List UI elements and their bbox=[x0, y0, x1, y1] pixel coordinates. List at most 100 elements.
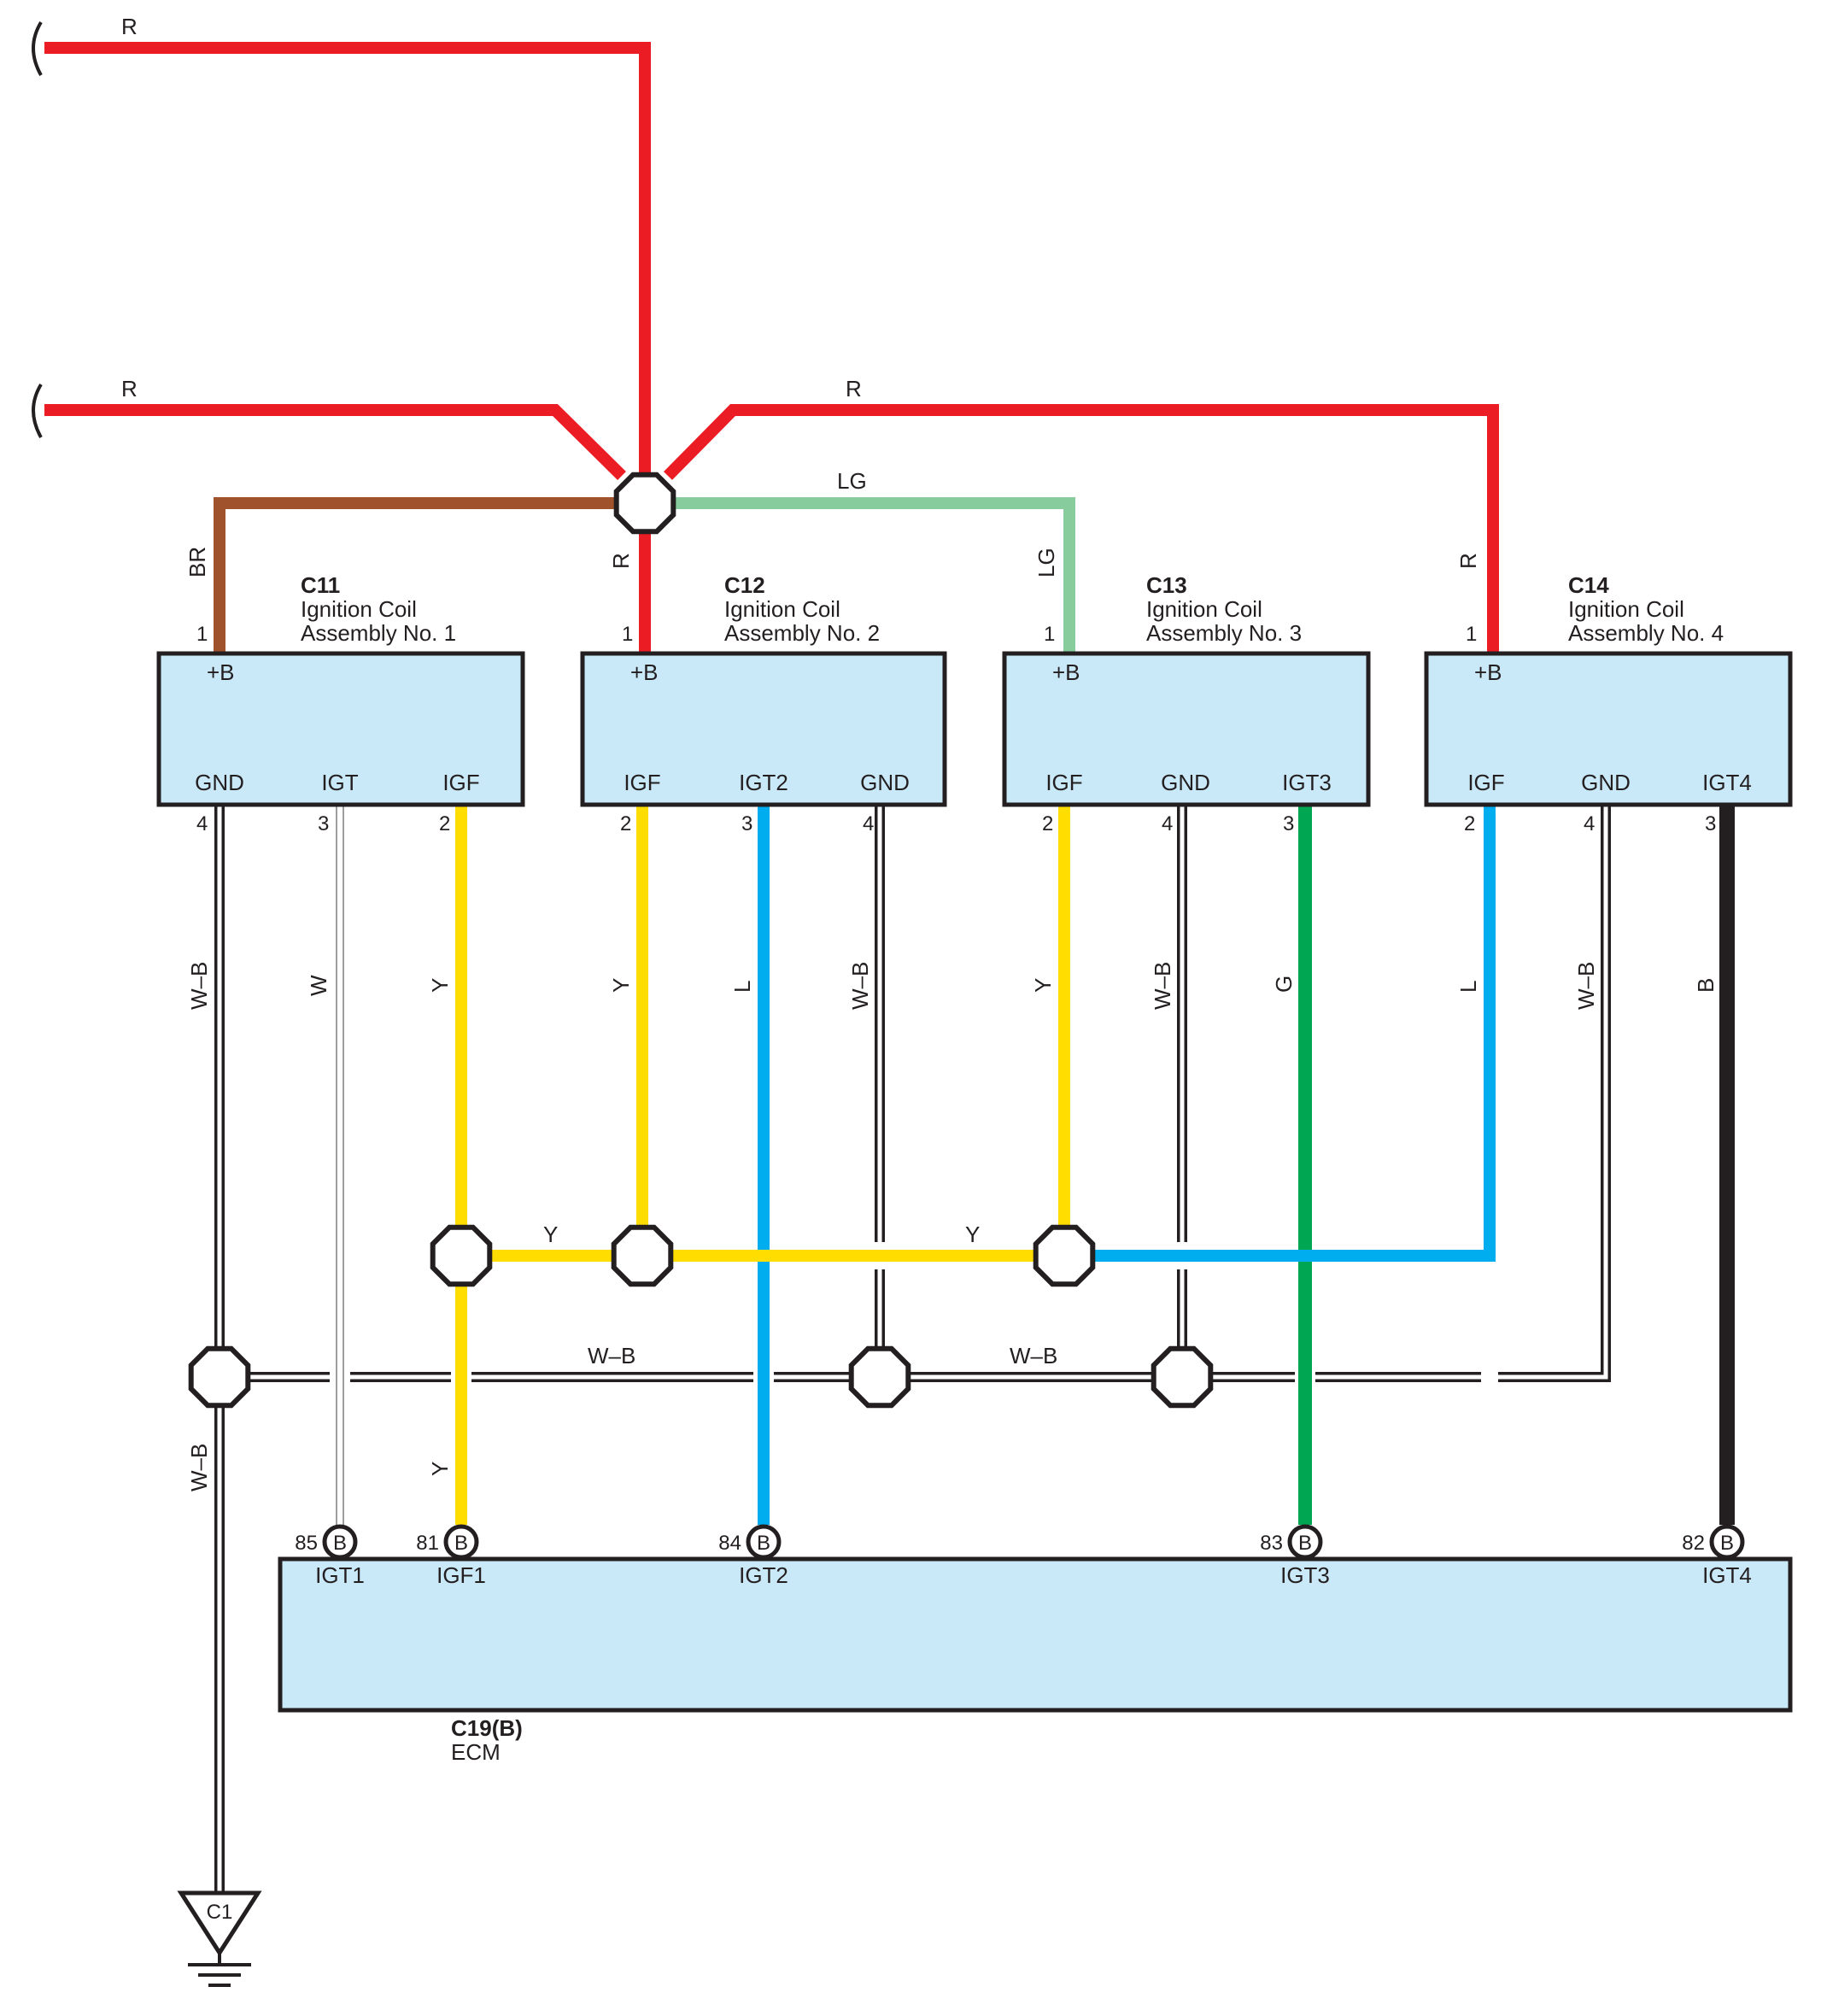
wire-label: Y bbox=[427, 978, 453, 993]
ecm-name: ECM bbox=[451, 1739, 501, 1765]
wire-label: W–B bbox=[1150, 962, 1175, 1010]
ground-triangle-icon bbox=[177, 1890, 262, 1957]
coil-code: C11 bbox=[301, 572, 340, 598]
wire-label: R bbox=[1455, 553, 1481, 569]
coil-name-line2: Assembly No. 4 bbox=[1568, 620, 1724, 646]
pin-label-2: GND bbox=[1161, 770, 1210, 795]
pin-label-1: IGF bbox=[624, 770, 660, 795]
pin-label-plus-b: +B bbox=[1052, 659, 1080, 685]
terminal-pin: 83 bbox=[1260, 1532, 1283, 1555]
pin-label-1: IGF bbox=[1045, 770, 1082, 795]
wire-label: W–B bbox=[186, 1444, 212, 1491]
wire-label: Y bbox=[1030, 978, 1056, 993]
junction-y-3 bbox=[1033, 1224, 1096, 1287]
terminal-connector-letter: B bbox=[1720, 1532, 1734, 1555]
wire-label: R bbox=[121, 14, 138, 39]
junction-y-1 bbox=[430, 1224, 493, 1287]
wire-label: R bbox=[121, 376, 138, 401]
pin-label-3: IGT4 bbox=[1702, 770, 1752, 795]
wb-wires bbox=[214, 805, 1611, 1903]
wire-label: L bbox=[729, 981, 755, 993]
wire-label: G bbox=[1271, 976, 1297, 993]
terminal-connector-letter: B bbox=[1298, 1532, 1312, 1555]
coil-name-line1: Ignition Coil bbox=[724, 596, 840, 622]
pin-label-plus-b: +B bbox=[1474, 659, 1502, 685]
wire-label: W–B bbox=[186, 962, 212, 1010]
pin-num-1: 2 bbox=[1042, 812, 1053, 835]
coil-box bbox=[1424, 651, 1793, 807]
pin-num-2: 3 bbox=[741, 812, 752, 835]
coil-name-line1: Ignition Coil bbox=[301, 596, 417, 622]
ecm-terminal-igt4: B 82 IGT4 bbox=[1682, 1524, 1752, 1588]
pin-top: 1 bbox=[196, 623, 208, 646]
pin-top: 1 bbox=[1044, 623, 1055, 646]
coil-code: C12 bbox=[724, 572, 765, 598]
coil-c12: C12 Ignition Coil Assembly No. 2 1 +B IG… bbox=[580, 572, 947, 835]
pin-label-3: IGF bbox=[442, 770, 479, 795]
wire-r-left bbox=[44, 404, 626, 480]
coil-name-line2: Assembly No. 1 bbox=[301, 620, 456, 646]
coil-name-line2: Assembly No. 2 bbox=[724, 620, 880, 646]
coil-code: C14 bbox=[1568, 572, 1609, 598]
pin-label-plus-b: +B bbox=[630, 659, 659, 685]
wire-label: LG bbox=[1033, 548, 1059, 577]
terminal-pin: 82 bbox=[1682, 1532, 1705, 1555]
pin-label-1: IGF bbox=[1467, 770, 1504, 795]
coil-box bbox=[1002, 651, 1371, 807]
ecm-code: C19(B) bbox=[451, 1715, 523, 1741]
ecm-terminal-igf1: B 81 IGF1 bbox=[416, 1524, 486, 1588]
pin-num-1: 4 bbox=[196, 812, 208, 835]
coil-c13: C13 Ignition Coil Assembly No. 3 1 +B IG… bbox=[1002, 572, 1371, 835]
pin-label-1: GND bbox=[195, 770, 244, 795]
coil-name-line1: Ignition Coil bbox=[1146, 596, 1262, 622]
wire-r-right bbox=[664, 404, 1499, 653]
wire-label: Y bbox=[965, 1222, 980, 1247]
ecm-terminal-igt1: B 85 IGT1 bbox=[295, 1524, 365, 1588]
pin-num-2: 4 bbox=[1162, 812, 1173, 835]
wire-label: R bbox=[608, 553, 634, 569]
wire-label: L bbox=[1455, 981, 1481, 993]
wire-color-labels: R R R LG BR R LG R W–B W Y Y L W–B Y W–B… bbox=[121, 14, 1719, 1491]
wire-label: R bbox=[846, 376, 862, 401]
pin-num-1: 2 bbox=[620, 812, 631, 835]
cut-ends bbox=[32, 21, 43, 438]
ignition-coils: C11 Ignition Coil Assembly No. 1 1 +B GN… bbox=[156, 572, 1793, 835]
junction-gnd-3 bbox=[1151, 1345, 1214, 1409]
wire-label: Y bbox=[608, 978, 634, 993]
terminal-name: IGT2 bbox=[739, 1562, 788, 1588]
terminal-name: IGT1 bbox=[315, 1562, 365, 1588]
wire-label: W–B bbox=[847, 962, 873, 1010]
pin-num-3: 2 bbox=[439, 812, 450, 835]
wire-label: W–B bbox=[588, 1343, 635, 1368]
pin-label-2: GND bbox=[1581, 770, 1631, 795]
pin-label-plus-b: +B bbox=[207, 659, 235, 685]
pin-label-2: IGT bbox=[321, 770, 358, 795]
wire-label: W–B bbox=[1573, 962, 1599, 1010]
wire-label: BR bbox=[184, 547, 210, 577]
pin-num-2: 3 bbox=[318, 812, 329, 835]
coil-box bbox=[156, 651, 525, 807]
pin-num-1: 2 bbox=[1464, 812, 1475, 835]
pin-num-3: 3 bbox=[1705, 812, 1716, 835]
wire-label: B bbox=[1693, 978, 1719, 993]
terminal-connector-letter: B bbox=[454, 1532, 468, 1555]
pin-num-3: 4 bbox=[863, 812, 874, 835]
coil-name-line1: Ignition Coil bbox=[1568, 596, 1684, 622]
junction-power bbox=[613, 472, 676, 535]
red-power-wires bbox=[44, 42, 1499, 653]
coil-code: C13 bbox=[1146, 572, 1187, 598]
wire-br bbox=[214, 497, 618, 653]
coil-c11: C11 Ignition Coil Assembly No. 1 1 +B GN… bbox=[156, 572, 525, 835]
coil-c14: C14 Ignition Coil Assembly No. 4 1 +B IG… bbox=[1424, 572, 1793, 835]
ecm-terminal-igt2: B 84 IGT2 bbox=[718, 1524, 788, 1588]
ecm: C19(B) ECM B 85 IGT1 B 81 IGF1 B 84 IGT2… bbox=[278, 1524, 1793, 1765]
junction-gnd-2 bbox=[848, 1345, 911, 1409]
splice-junctions bbox=[188, 472, 1214, 1409]
crossing-gaps bbox=[330, 1242, 1498, 1392]
junction-gnd-1 bbox=[188, 1345, 251, 1409]
pin-label-3: IGT3 bbox=[1282, 770, 1332, 795]
pin-num-3: 3 bbox=[1283, 812, 1294, 835]
terminal-connector-letter: B bbox=[333, 1532, 347, 1555]
wire-label: Y bbox=[427, 1462, 453, 1476]
